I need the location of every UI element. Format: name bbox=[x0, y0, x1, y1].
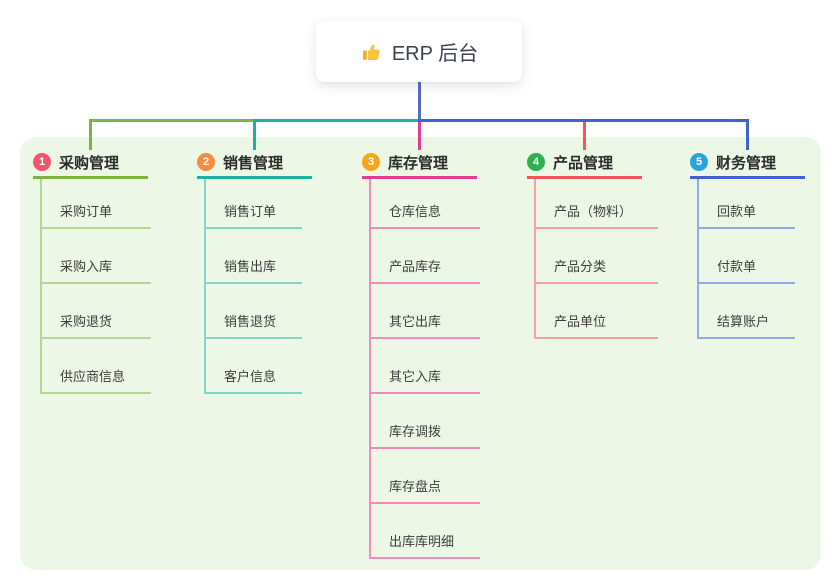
child-node[interactable]: 回款单 bbox=[699, 179, 796, 229]
child-node[interactable]: 其它入库 bbox=[371, 339, 481, 394]
branches-panel bbox=[20, 137, 821, 570]
connector-drop-5 bbox=[746, 119, 749, 150]
connector-drop-1 bbox=[89, 119, 92, 150]
root-title: ERP 后台 bbox=[391, 43, 479, 65]
branch-heading-4[interactable]: 4 产品管理 bbox=[527, 148, 642, 179]
child-node[interactable]: 产品库存 bbox=[371, 229, 481, 284]
connector-drop-4 bbox=[583, 122, 586, 150]
branch-label: 产品管理 bbox=[553, 154, 614, 172]
connector-bus-middle bbox=[253, 119, 420, 122]
branch-children: 销售订单销售出库销售退货客户信息 bbox=[204, 179, 303, 394]
branch-heading-1[interactable]: 1 采购管理 bbox=[33, 148, 148, 179]
connector-bus-left bbox=[89, 119, 255, 122]
connector-root-stem bbox=[418, 82, 421, 120]
child-node[interactable]: 仓库信息 bbox=[371, 179, 481, 229]
branch-children: 回款单付款单结算账户 bbox=[697, 179, 796, 339]
child-node[interactable]: 结算账户 bbox=[699, 284, 796, 339]
child-node[interactable]: 产品分类 bbox=[536, 229, 659, 284]
child-node[interactable]: 出库库明细 bbox=[371, 504, 481, 559]
connector-drop-3 bbox=[418, 122, 421, 150]
branch-children: 采购订单采购入库采购退货供应商信息 bbox=[40, 179, 152, 394]
branch-badge: 1 bbox=[33, 153, 51, 171]
child-node[interactable]: 采购入库 bbox=[42, 229, 152, 284]
branch-badge: 2 bbox=[197, 153, 215, 171]
thumbs-up-icon bbox=[360, 41, 382, 63]
child-node[interactable]: 销售出库 bbox=[206, 229, 303, 284]
branch-label: 采购管理 bbox=[59, 154, 120, 172]
branch-2: 2 销售管理销售订单销售出库销售退货客户信息 bbox=[197, 148, 312, 394]
child-node[interactable]: 产品单位 bbox=[536, 284, 659, 339]
child-node[interactable]: 销售退货 bbox=[206, 284, 303, 339]
branch-label: 库存管理 bbox=[388, 154, 449, 172]
branch-5: 5 财务管理回款单付款单结算账户 bbox=[690, 148, 805, 339]
child-node[interactable]: 库存调拨 bbox=[371, 394, 481, 449]
branch-heading-2[interactable]: 2 销售管理 bbox=[197, 148, 312, 179]
branch-badge: 5 bbox=[690, 153, 708, 171]
child-node[interactable]: 客户信息 bbox=[206, 339, 303, 394]
branch-label: 财务管理 bbox=[716, 154, 777, 172]
child-node[interactable]: 采购订单 bbox=[42, 179, 152, 229]
branch-heading-5[interactable]: 5 财务管理 bbox=[690, 148, 805, 179]
branch-badge: 3 bbox=[362, 153, 380, 171]
child-node[interactable]: 库存盘点 bbox=[371, 449, 481, 504]
root-node[interactable]: ERP 后台 bbox=[316, 21, 522, 82]
branch-badge: 4 bbox=[527, 153, 545, 171]
connector-drop-2 bbox=[253, 119, 256, 150]
connector-bus-right bbox=[418, 119, 749, 122]
branch-3: 3 库存管理仓库信息产品库存其它出库其它入库库存调拨库存盘点出库库明细 bbox=[362, 148, 481, 559]
branch-children: 产品（物料）产品分类产品单位 bbox=[534, 179, 659, 339]
child-node[interactable]: 产品（物料） bbox=[536, 179, 659, 229]
branch-heading-3[interactable]: 3 库存管理 bbox=[362, 148, 477, 179]
child-node[interactable]: 付款单 bbox=[699, 229, 796, 284]
child-node[interactable]: 销售订单 bbox=[206, 179, 303, 229]
child-node[interactable]: 采购退货 bbox=[42, 284, 152, 339]
child-node[interactable]: 供应商信息 bbox=[42, 339, 152, 394]
branch-1: 1 采购管理采购订单采购入库采购退货供应商信息 bbox=[33, 148, 152, 394]
branch-children: 仓库信息产品库存其它出库其它入库库存调拨库存盘点出库库明细 bbox=[369, 179, 481, 559]
branch-4: 4 产品管理产品（物料）产品分类产品单位 bbox=[527, 148, 659, 339]
branch-label: 销售管理 bbox=[223, 154, 284, 172]
child-node[interactable]: 其它出库 bbox=[371, 284, 481, 339]
